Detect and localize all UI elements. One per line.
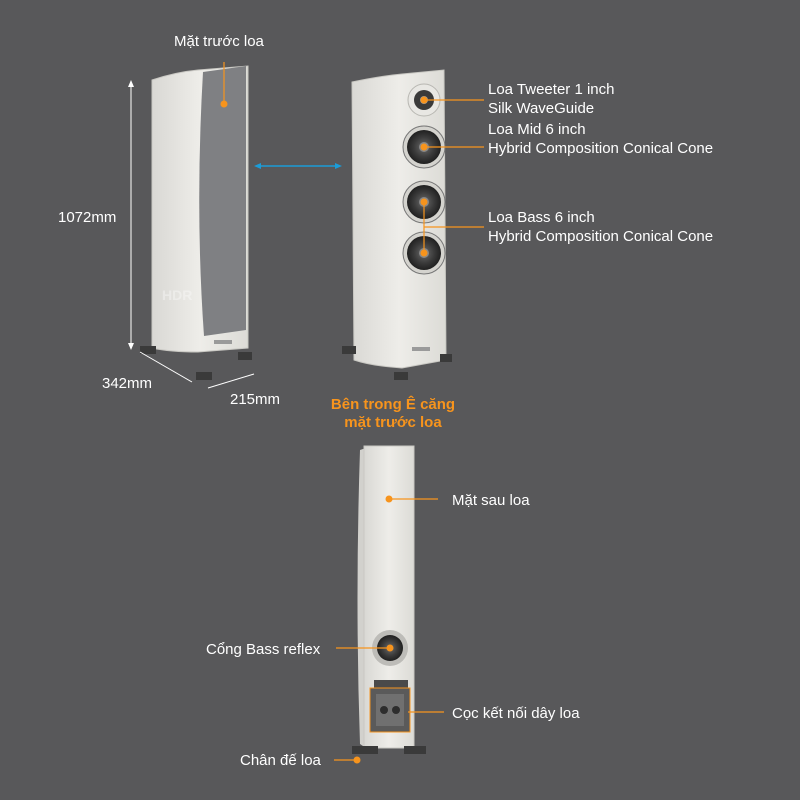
mid-label-line2: Hybrid Composition Conical Cone: [488, 140, 714, 157]
height-dimension: [128, 80, 134, 350]
callout-lines: [220, 62, 484, 257]
inside-label-line1: Bên trong Ê căng: [330, 396, 456, 413]
front-grille-label: Mặt trước loa: [174, 33, 264, 50]
speaker-logo-badge: [412, 347, 430, 351]
speaker-foot: [404, 746, 426, 754]
speaker-foot: [196, 372, 212, 380]
tweeter-label-line1: Loa Tweeter 1 inch: [488, 81, 615, 98]
speaker-foot: [394, 372, 408, 380]
feet-label: Chân đế loa: [240, 752, 321, 769]
rear-callout-lines: [334, 495, 444, 764]
double-arrow-icon: [254, 163, 342, 169]
speaker-foot: [342, 346, 356, 354]
watermark-logo: HDR: [162, 287, 192, 303]
bass-label-line1: Loa Bass 6 inch: [488, 209, 595, 226]
rear-label: Mặt sau loa: [452, 492, 530, 509]
width-dimension: [207, 373, 255, 389]
terminal-panel: [369, 680, 411, 733]
speaker-without-grille: [342, 69, 452, 380]
bass-label-line2: Hybrid Composition Conical Cone: [488, 228, 714, 245]
rear-speaker: [352, 445, 426, 754]
speaker-foot: [440, 354, 452, 362]
width-label: 215mm: [230, 391, 281, 408]
bass-reflex-label: Cổng Bass reflex: [206, 641, 321, 658]
depth-label: 342mm: [102, 375, 153, 392]
speaker-foot: [352, 746, 378, 754]
tweeter-label-line2: Silk WaveGuide: [488, 100, 595, 117]
inside-label-line2: mặt trước loa: [344, 414, 442, 431]
terminals-label: Cọc kết nối dây loa: [452, 705, 580, 722]
front-speaker: HDR: [140, 65, 252, 380]
speaker-foot: [238, 352, 252, 360]
speaker-grille: [199, 66, 246, 336]
speaker-logo-badge: [214, 340, 232, 344]
depth-dimension: [139, 351, 193, 383]
height-label: 1072mm: [58, 209, 117, 226]
speaker-foot: [140, 346, 156, 354]
mid-label-line1: Loa Mid 6 inch: [488, 121, 586, 138]
